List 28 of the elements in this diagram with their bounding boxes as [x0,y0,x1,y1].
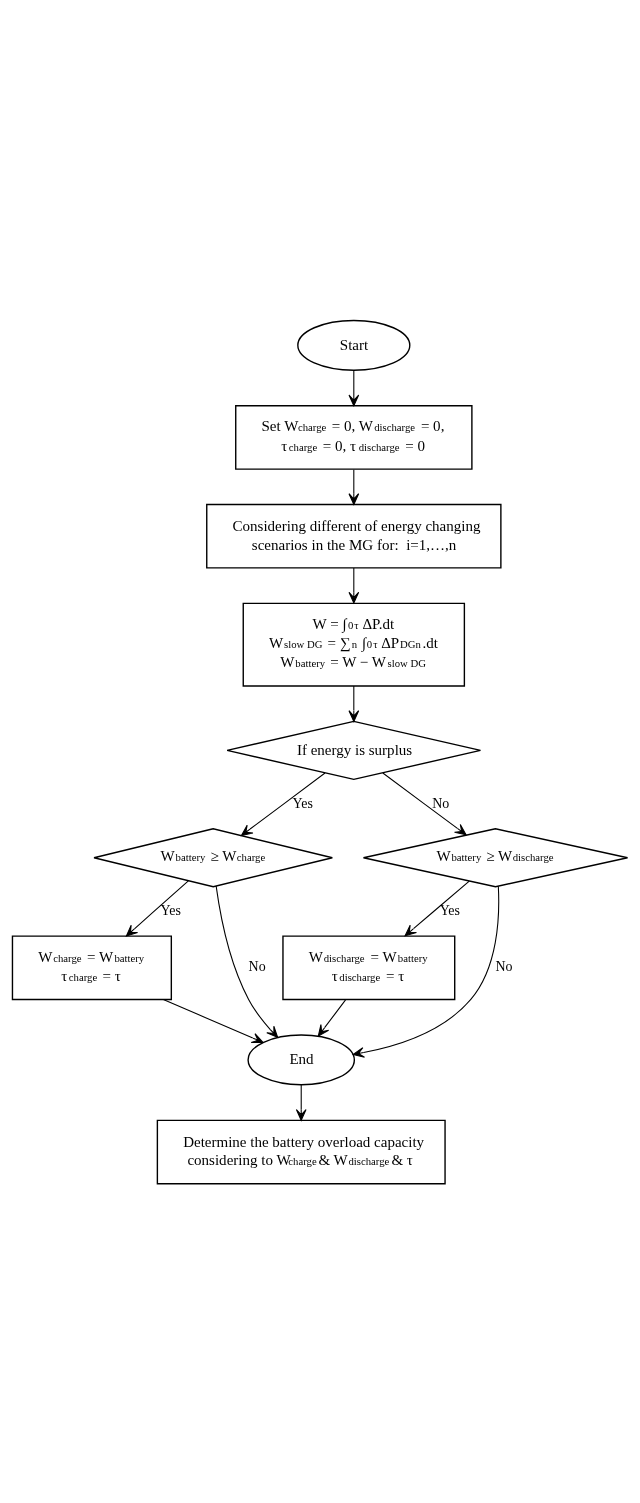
arrow [317,998,347,1037]
arrow [295,1084,307,1121]
arrow [348,468,360,505]
arrow [348,685,360,722]
edge-label: Yes [439,902,460,918]
arrow [348,567,360,604]
arrow [352,885,500,1058]
arrow [240,771,326,836]
node-box: Wdischarge = Wbattery τdischarge = τ [282,934,456,1000]
edge-label: No [248,958,266,974]
edge-label: No [495,958,513,974]
node-box: Considering different of energy changing scenarios in the MG for: i=1,…,n [206,503,502,569]
arrow [382,771,467,835]
node-diamond: Wbattery ≥ Wcharge [93,827,334,887]
node-box: Wcharge = Wbattery τcharge = τ [11,934,173,1000]
edge-label: Yes [160,902,181,918]
node-diamond: If energy is surplus [226,720,482,780]
edge-label: No [432,795,450,811]
arrow [125,879,189,937]
node-ellipse: Start [297,319,411,371]
node-box: W = ∫0τ ΔP.dt Wslow DG = ∑n ∫0τ ΔPDGn.dt Wbattery = W − Wslow DG [242,602,466,687]
node-box: Set Wcharge = 0, Wdischarge = 0, τcharge = 0, τdischarge = 0 [235,404,473,470]
arrow [162,998,264,1043]
arrow [404,880,470,936]
node-diamond: Wbattery ≥ Wdischarge [362,827,629,887]
arrow [348,369,360,406]
arrow [215,885,279,1038]
edge-label: Yes [292,795,313,811]
